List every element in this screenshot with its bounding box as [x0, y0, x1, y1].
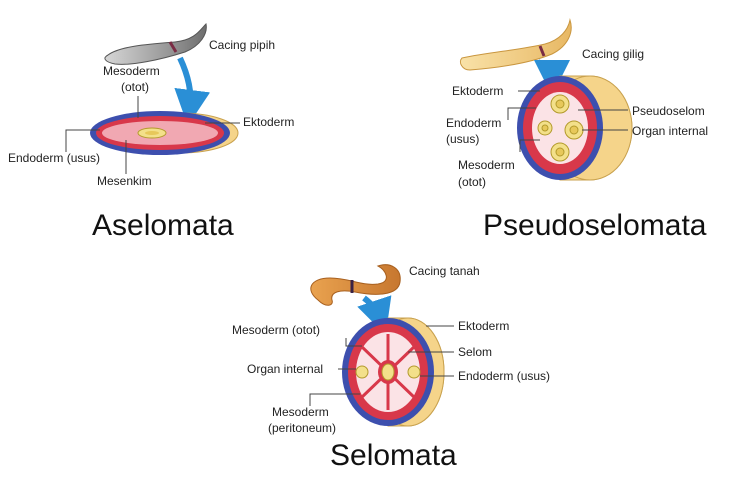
label-mesenkim: Mesenkim [97, 174, 152, 188]
label-endoderm-usus: (usus) [446, 132, 480, 146]
label-cacing-pipih: Cacing pipih [209, 38, 276, 52]
label-ektoderm: Ektoderm [243, 115, 295, 129]
label-mesoderm: Mesoderm [103, 64, 160, 78]
label-endoderm-usus: Endoderm (usus) [458, 369, 551, 383]
label-ektoderm: Ektoderm [452, 84, 504, 98]
label-cacing-gilig: Cacing gilig [582, 47, 645, 61]
label-ektoderm: Ektoderm [458, 319, 510, 333]
label-organ-internal: Organ internal [632, 124, 709, 138]
label-organ-internal: Organ internal [247, 362, 324, 376]
aselomata-arrow-icon [174, 56, 211, 126]
label-mesoderm-peritoneum: (peritoneum) [268, 421, 337, 435]
label-cacing-tanah: Cacing tanah [409, 264, 480, 278]
label-mesoderm-otot: Mesoderm (otot) [232, 323, 321, 337]
label-selom: Selom [458, 345, 493, 359]
label-pseudoselom: Pseudoselom [632, 104, 705, 118]
title-selomata: Selomata [330, 439, 457, 472]
pseudoselomata-diagram [459, 18, 633, 181]
label-mesoderm: Mesoderm [272, 405, 329, 419]
aselomata-diagram [65, 22, 240, 174]
title-aselomata: Aselomata [92, 209, 234, 242]
selomata-arrow-icon [357, 295, 392, 336]
label-mesoderm: Mesoderm [458, 158, 515, 172]
label-mesoderm-otot: (otot) [458, 175, 487, 189]
label-endoderm-usus: Endoderm (usus) [8, 151, 101, 165]
selomata-diagram [309, 264, 454, 427]
label-mesoderm-otot: (otot) [121, 80, 150, 94]
earthworm-icon [310, 264, 401, 306]
pseudoselomata-arrow-icon [533, 59, 570, 96]
label-endoderm: Endoderm [446, 116, 502, 130]
roundworm-icon [459, 18, 572, 71]
title-pseudoselomata: Pseudoselomata [483, 209, 707, 242]
flatworm-icon [104, 22, 207, 65]
